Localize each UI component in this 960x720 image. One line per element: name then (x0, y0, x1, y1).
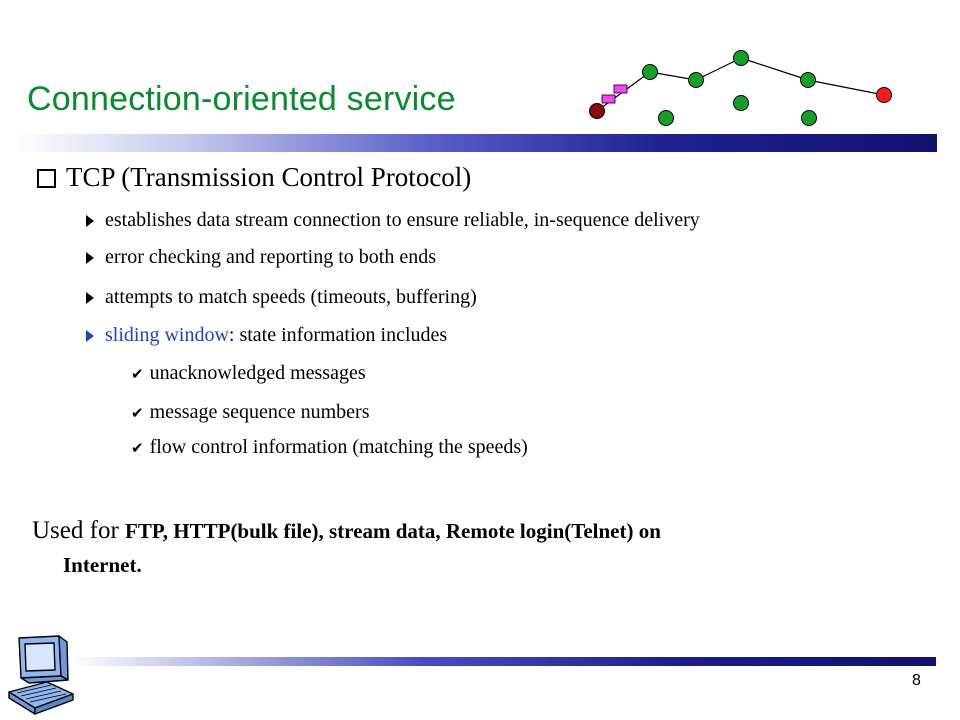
sub-bullet: attempts to match speeds (timeouts, buff… (86, 286, 477, 309)
sub-bullet-text: : state information includes (228, 324, 448, 346)
checkmark-icon: ✔ (131, 403, 144, 422)
network-node (642, 64, 658, 80)
network-node (658, 110, 674, 126)
sub-sub-bullet-text: flow control information (matching the s… (149, 436, 528, 458)
network-diagram (589, 50, 892, 126)
sub-bullet-sliding-window: sliding window: state information includ… (86, 324, 447, 347)
sliding-window-term: sliding window (105, 324, 229, 346)
network-node (733, 50, 749, 66)
bullet-tcp: TCP (Transmission Control Protocol) (37, 162, 471, 193)
used-for-protocols: FTP, HTTP(bulk file), stream data, Remot… (125, 519, 661, 543)
bullet-text: TCP (Transmission Control Protocol) (66, 162, 472, 192)
sub-sub-bullet: ✔ unacknowledged messages (131, 362, 366, 385)
slide-title: Connection-oriented service (27, 80, 456, 118)
network-node (733, 95, 749, 111)
sub-sub-bullet: ✔ message sequence numbers (131, 401, 370, 424)
triangle-bullet-icon (86, 291, 94, 304)
sub-sub-bullet-text: message sequence numbers (149, 401, 370, 423)
destination-node (876, 87, 892, 103)
computer-icon (8, 635, 74, 715)
source-node (589, 103, 605, 119)
sub-bullet-text: error checking and reporting to both end… (105, 246, 437, 268)
checkmark-icon: ✔ (131, 438, 144, 457)
packet-icon (613, 84, 628, 94)
network-node (800, 72, 816, 88)
footer-divider (72, 657, 936, 666)
triangle-bullet-icon (86, 214, 94, 227)
triangle-bullet-icon (86, 251, 94, 264)
used-for-prefix: Used for (32, 517, 126, 544)
packet-icon (601, 94, 616, 104)
sub-bullet: error checking and reporting to both end… (86, 246, 436, 269)
sub-sub-bullet-text: unacknowledged messages (149, 362, 366, 384)
checkmark-icon: ✔ (131, 364, 144, 383)
network-node (688, 72, 704, 88)
page-number: 8 (912, 672, 921, 689)
triangle-bullet-icon (86, 329, 94, 342)
sub-bullet: establishes data stream connection to en… (86, 209, 700, 232)
sub-sub-bullet: ✔ flow control information (matching the… (131, 436, 528, 459)
used-for-protocols-cont: Internet. (63, 553, 142, 577)
network-nodes (589, 50, 892, 126)
title-divider (15, 134, 937, 152)
packets (601, 84, 628, 104)
network-node (801, 110, 817, 126)
checkbox-square-icon (37, 169, 56, 188)
sub-bullet-text: attempts to match speeds (timeouts, buff… (105, 286, 477, 308)
sub-bullet-text: establishes data stream connection to en… (105, 209, 700, 231)
used-for-paragraph: Used for FTP, HTTP(bulk file), stream da… (32, 514, 912, 582)
